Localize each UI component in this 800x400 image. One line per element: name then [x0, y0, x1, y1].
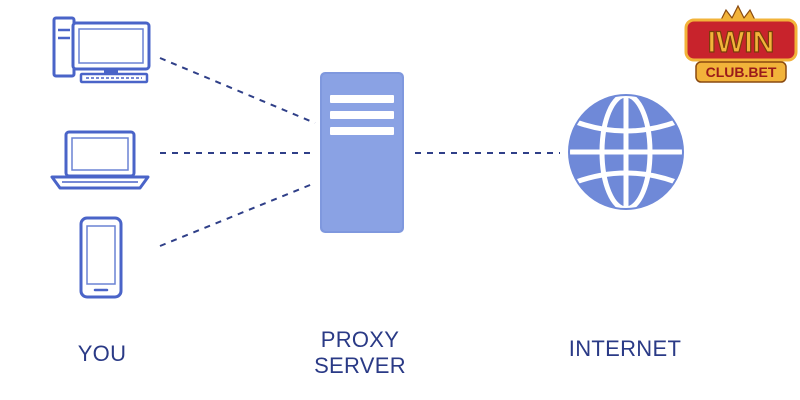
label-proxy-line2: SERVER — [314, 353, 406, 378]
label-you: YOU — [77, 341, 127, 366]
laptop-icon — [50, 130, 150, 190]
connections — [159, 57, 560, 247]
globe-icon — [568, 92, 684, 212]
label-proxy-line1: PROXY — [320, 327, 400, 352]
label-internet: INTERNET — [568, 336, 682, 361]
logo-sub-text: CLUB.BET — [706, 64, 777, 80]
logo-graphic: IWIN CLUB.BET — [684, 4, 798, 83]
desktop-icon — [52, 16, 151, 84]
desktop-to-proxy-line — [159, 57, 316, 124]
logo-brand-text: IWIN — [708, 26, 775, 59]
phone-to-proxy-line — [159, 182, 316, 247]
label-proxy-server: PROXY SERVER — [290, 327, 430, 379]
smartphone-icon — [79, 216, 123, 299]
server-icon — [320, 72, 404, 233]
brand-logo: IWIN CLUB.BET — [682, 4, 800, 88]
